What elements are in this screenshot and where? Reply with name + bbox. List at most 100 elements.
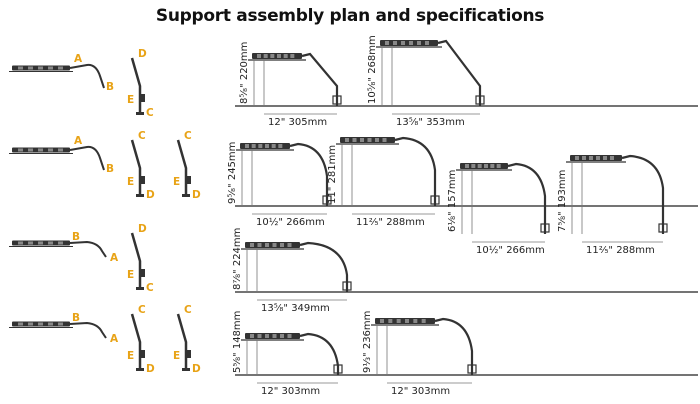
support-arm: [299, 332, 340, 375]
led-segment: [257, 334, 262, 338]
led-segment: [257, 54, 261, 58]
power-cable: [69, 145, 105, 171]
clamp-block: [332, 95, 342, 105]
support-arm: [130, 57, 142, 112]
part-label-end: B: [106, 163, 114, 175]
led-segment: [471, 164, 476, 168]
clamp-block: [475, 95, 485, 105]
led-segment: [382, 138, 387, 142]
led-segment: [352, 138, 357, 142]
height-dimension-text: 8⁵⁄₈" 220mm: [239, 42, 250, 104]
led-segment: [265, 243, 269, 247]
led-segment: [58, 148, 63, 152]
clamp-block: [139, 94, 145, 102]
led-segment: [596, 156, 600, 160]
led-segment: [271, 144, 276, 148]
led-segment: [603, 156, 607, 160]
page-title: Support assembly plan and specifications: [155, 6, 545, 26]
led-segment: [280, 243, 284, 247]
part-label-bottom: C: [146, 282, 154, 294]
led-segment: [18, 322, 23, 326]
part-label-bottom: C: [146, 107, 154, 119]
led-segment: [38, 322, 43, 326]
led-segment: [48, 148, 53, 152]
led-segment: [421, 319, 426, 323]
support-arm: [434, 317, 474, 375]
height-dimension-text: 7⅝" 193mm: [557, 170, 568, 232]
power-cable: [69, 321, 107, 339]
led-segment: [610, 156, 614, 160]
led-segment: [490, 164, 495, 168]
part-label-top: C: [138, 304, 146, 316]
led-segment: [496, 164, 501, 168]
part-label-top: A: [74, 135, 83, 147]
clamp-block: [342, 281, 352, 291]
led-segment: [367, 138, 372, 142]
width-dimension-text: 10½" 266mm: [256, 216, 325, 228]
part-label-middle: E: [127, 176, 134, 188]
led-segment: [405, 319, 409, 323]
led-segment: [425, 41, 429, 45]
clamp-block: [139, 176, 145, 184]
led-segment: [18, 66, 23, 70]
part-label-top: D: [138, 48, 147, 60]
led-segment: [58, 66, 63, 70]
led-segment: [283, 54, 288, 58]
led-segment: [28, 66, 33, 70]
height-dimension-text: 9⁵⁄₈" 245mm: [227, 142, 238, 204]
led-segment: [278, 144, 283, 148]
part-label-end: A: [110, 252, 119, 264]
clamp-block: [467, 364, 477, 374]
width-dimension-text: 12" 303mm: [261, 386, 320, 397]
led-segment: [287, 334, 292, 338]
part-label-top: B: [72, 231, 80, 243]
led-segment: [245, 144, 249, 148]
led-segment: [287, 243, 292, 247]
led-segment: [48, 322, 53, 326]
led-segment: [401, 41, 405, 45]
part-label-bottom: D: [192, 189, 201, 201]
support-arm: [130, 313, 142, 368]
part-label-bottom: D: [146, 189, 155, 201]
width-dimension-text: 10½" 266mm: [476, 244, 545, 256]
part-label-bottom: D: [146, 363, 155, 375]
height-dimension-text: 11" 281mm: [327, 145, 338, 204]
part-label-middle: E: [127, 269, 134, 281]
led-segment: [477, 164, 482, 168]
led-segment: [582, 156, 586, 160]
led-segment: [38, 148, 43, 152]
led-segment: [575, 156, 579, 160]
part-label-top: C: [184, 304, 192, 316]
led-segment: [277, 54, 281, 58]
support-arm: [176, 139, 188, 194]
arm-foot: [136, 368, 144, 371]
arm-foot: [136, 194, 144, 197]
clamp-block: [658, 223, 668, 233]
led-segment: [38, 241, 43, 245]
clamp-block: [185, 176, 191, 184]
led-segment: [280, 334, 284, 338]
led-segment: [28, 241, 33, 245]
support-arm: [394, 136, 437, 206]
led-segment: [465, 164, 469, 168]
clamp-block: [322, 195, 332, 205]
support-arm: [289, 142, 329, 206]
height-dimension-text: 6⅛" 157mm: [447, 170, 458, 232]
led-segment: [48, 66, 53, 70]
height-dimension-text: 9⅓" 236mm: [362, 311, 373, 373]
width-dimension-text: 13⁵⁄₈" 353mm: [396, 117, 465, 128]
led-segment: [265, 334, 269, 338]
led-segment: [18, 148, 23, 152]
support-arm: [621, 154, 665, 234]
led-segment: [484, 164, 488, 168]
led-segment: [388, 319, 393, 323]
height-dimension-text: 10⁵⁄₈" 268mm: [367, 35, 378, 104]
led-segment: [265, 144, 269, 148]
arm-foot: [182, 368, 190, 371]
led-segment: [58, 322, 63, 326]
led-segment: [251, 144, 256, 148]
led-segment: [589, 156, 593, 160]
part-label-middle: E: [173, 176, 180, 188]
